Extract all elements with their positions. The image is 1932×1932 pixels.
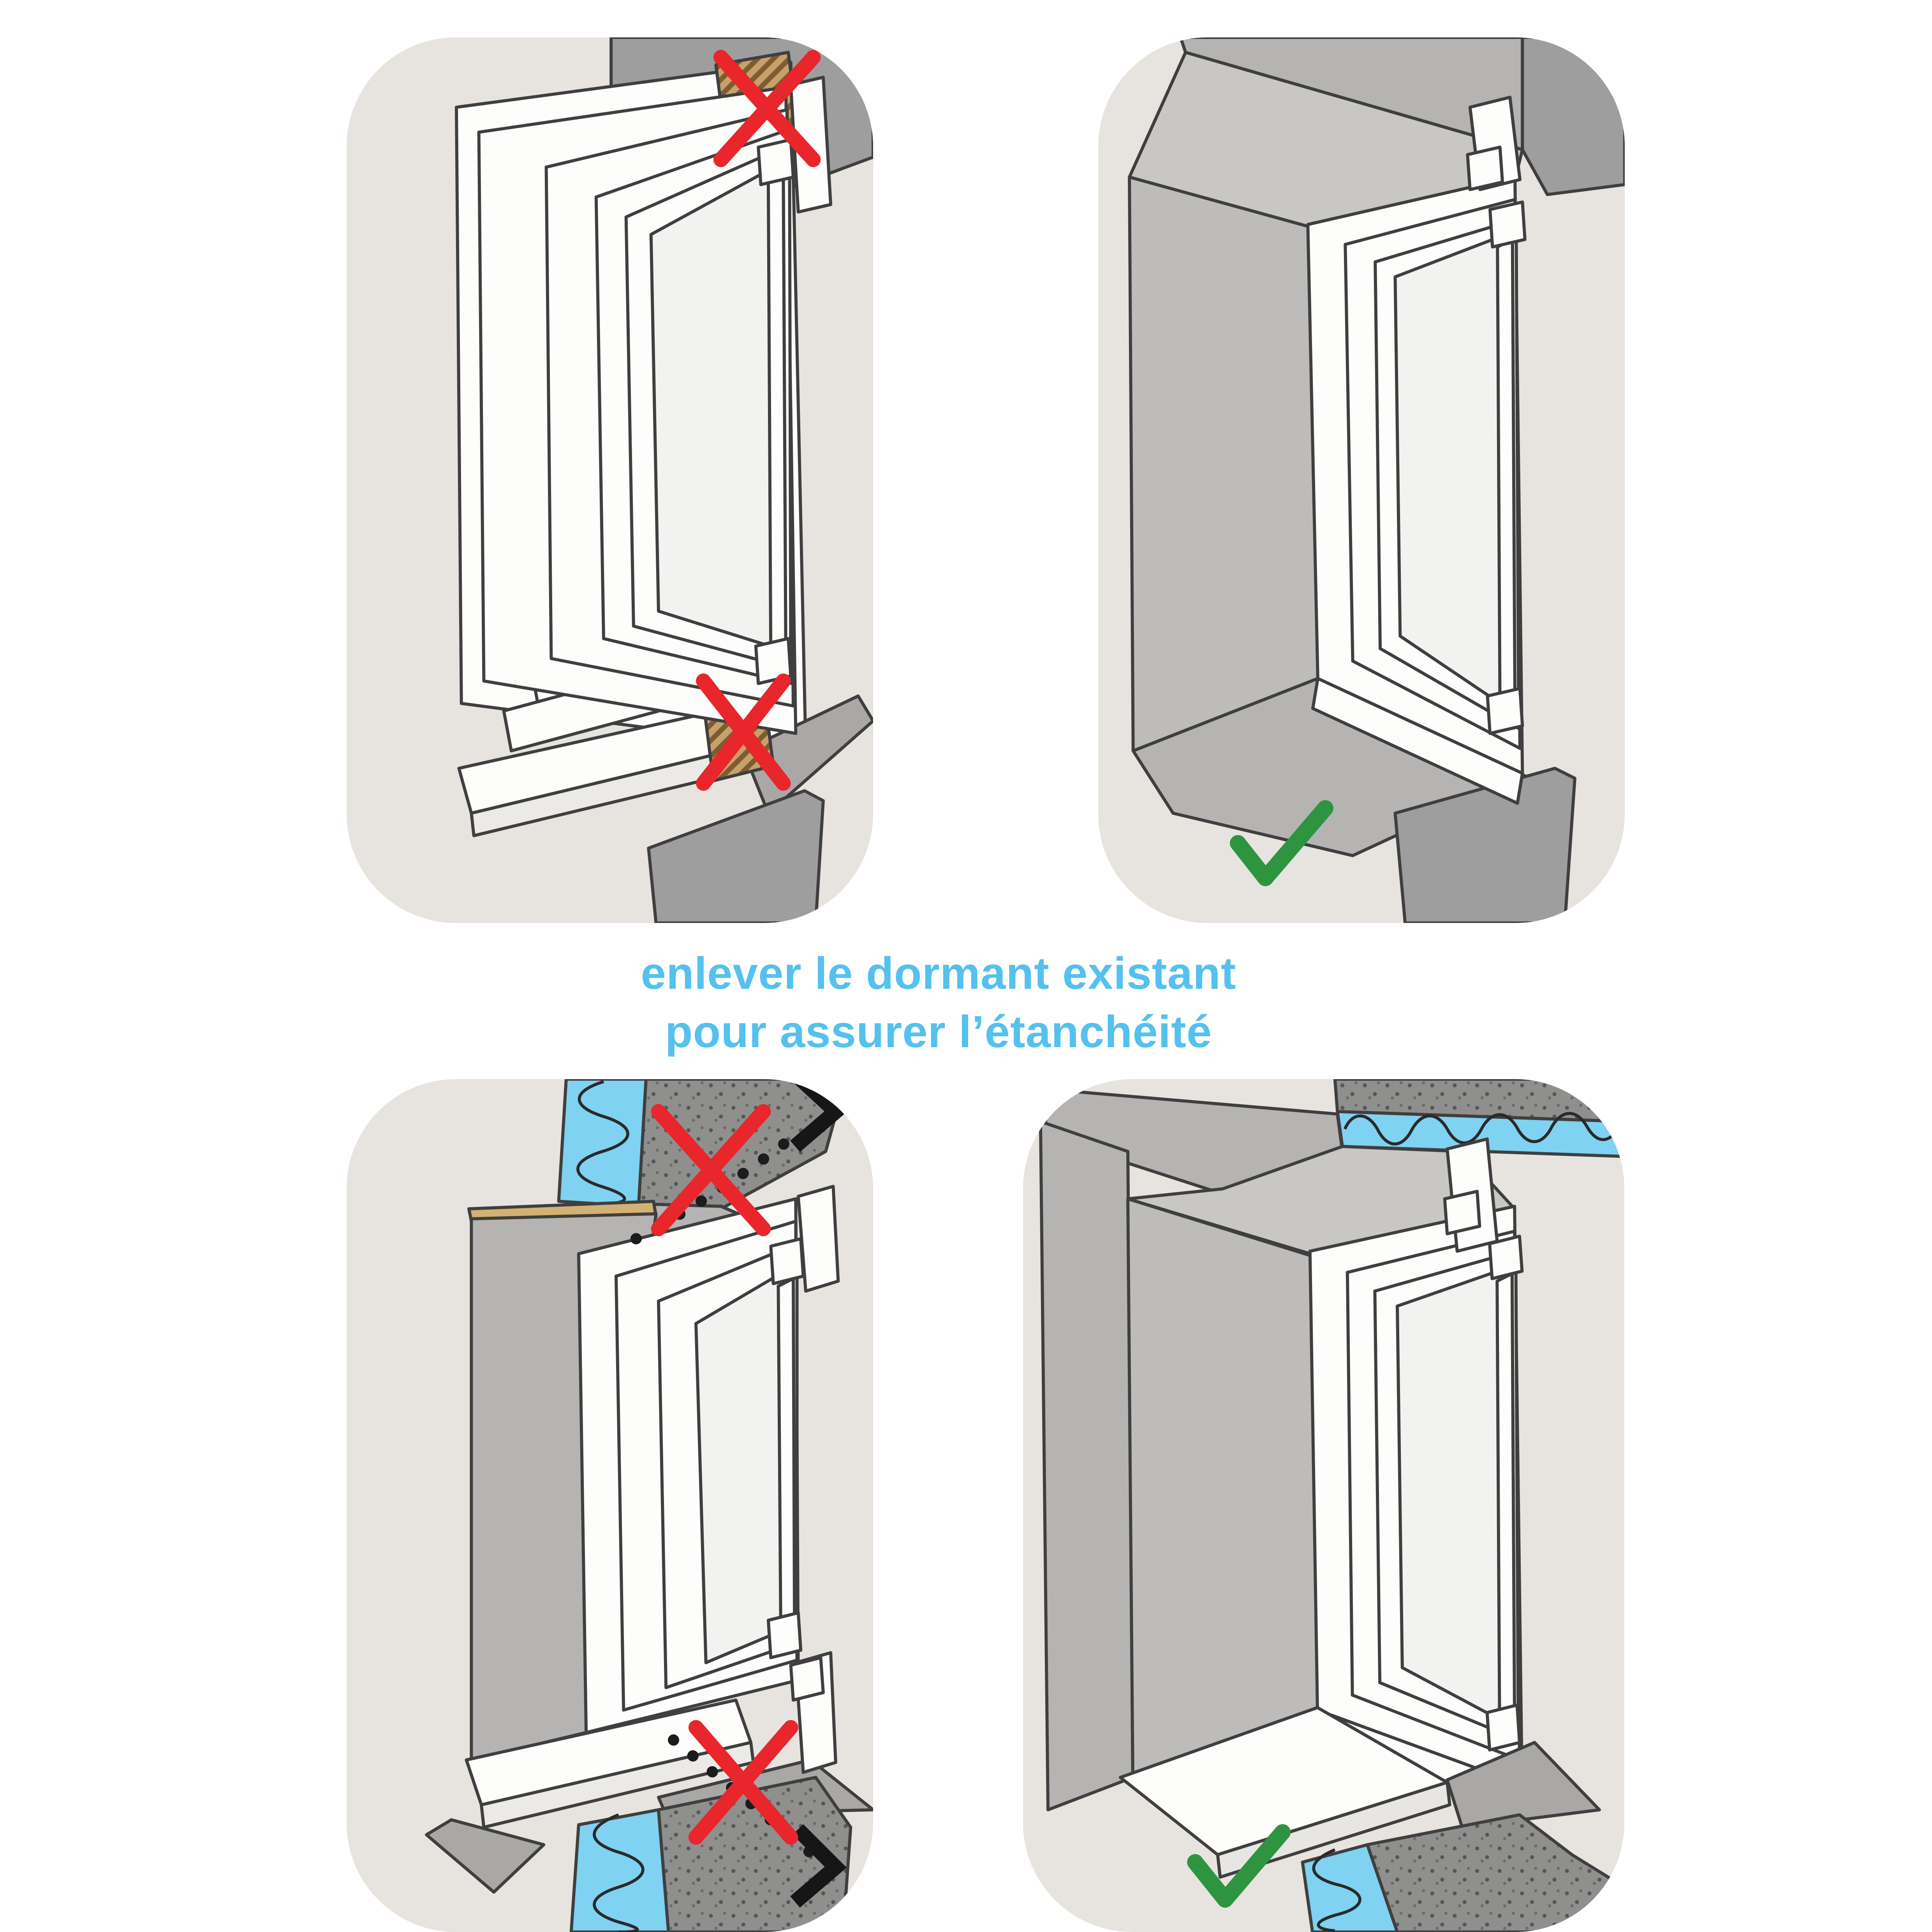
caption-line-2: pour assurer l’étanchéité — [665, 1006, 1212, 1057]
green-check-icon — [1230, 800, 1333, 886]
green-check-icon — [1187, 1824, 1291, 1908]
hinge-top — [1488, 200, 1527, 249]
concrete-wall-bottom — [1366, 1813, 1624, 1932]
interior-wall-face — [1039, 1120, 1134, 1812]
window-frame — [577, 1185, 840, 1774]
window-sill-board — [1118, 1706, 1451, 1879]
gray-exterior-sill — [1446, 1741, 1601, 1829]
sash-stile — [777, 1277, 796, 1634]
red-cross-icon — [713, 50, 821, 167]
red-cross-icon — [688, 1720, 798, 1845]
sill-reveal — [1131, 677, 1576, 923]
hinge-bottom — [754, 637, 793, 685]
window-detail-illustration-frame-kept — [454, 37, 873, 923]
hinge-head — [1466, 145, 1504, 191]
caption-line-1: enlever le dormant existant — [641, 948, 1236, 999]
frame-bottom-face — [1311, 677, 1524, 805]
hinge-head — [1443, 1190, 1481, 1236]
panel-top-right-correct — [1098, 37, 1625, 923]
insulation-batt-bottom — [569, 1808, 670, 1932]
window-reveal — [1128, 175, 1319, 753]
caption: enlever le dormant existant pour assurer… — [238, 944, 1640, 1061]
hinge-top — [1488, 1235, 1524, 1280]
panel-bottom-right-correct — [1023, 1079, 1624, 1932]
sash-stile — [1496, 238, 1517, 710]
red-cross-icon — [696, 673, 791, 791]
glass-pane — [649, 160, 787, 653]
window-detail-illustration-air-leak — [425, 1079, 873, 1932]
interior-sill — [425, 1698, 755, 1894]
window-frame — [477, 76, 833, 735]
hinge-top — [769, 1237, 805, 1286]
window-frame — [1306, 95, 1527, 805]
hinge-top — [757, 138, 795, 186]
panel-bottom-left-wrong — [347, 1079, 873, 1932]
window-detail-illustration-sealed — [1039, 1079, 1624, 1932]
hinge-sill — [789, 1656, 825, 1702]
old-frame-head-piece — [796, 1185, 840, 1293]
frame-head-strip — [789, 76, 833, 214]
red-cross-icon — [651, 1104, 771, 1236]
sash-stile — [1495, 1272, 1516, 1727]
hinge-bottom — [1485, 1703, 1521, 1752]
insulation-batt-top — [1336, 1110, 1624, 1158]
hinge-bottom — [1486, 687, 1524, 735]
window-detail-illustration-frame-removed — [1128, 37, 1625, 923]
wall-above-window — [1128, 37, 1625, 229]
insulation-batt-top — [557, 1079, 648, 1208]
concrete-wall-top — [1333, 1079, 1624, 1123]
window-reveal — [1126, 1197, 1322, 1779]
sash-stile — [766, 173, 787, 660]
hinge-bottom — [766, 1611, 803, 1659]
panel-top-left-wrong — [347, 37, 873, 923]
